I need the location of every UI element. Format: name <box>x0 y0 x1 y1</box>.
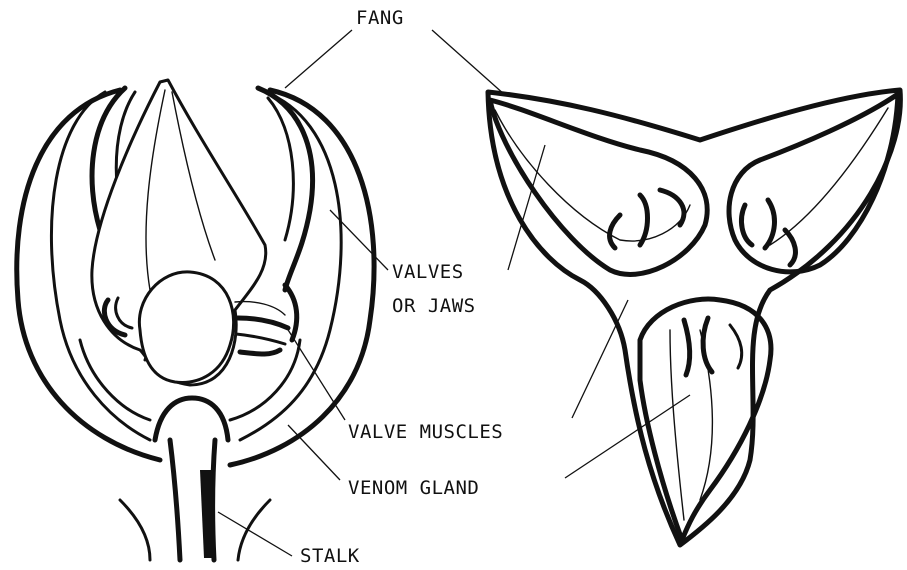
right-valve-upper-left <box>490 100 707 274</box>
left-figure-side-view <box>17 80 374 560</box>
label-venom-gland: VENOM GLAND <box>348 477 479 499</box>
leader-fang-left <box>285 30 352 88</box>
leader-fang-right <box>432 30 505 95</box>
right-outline <box>488 90 900 545</box>
leader-venom-left <box>288 425 340 480</box>
label-fang: FANG <box>356 7 404 29</box>
label-valves-line1: VALVES <box>392 261 464 283</box>
label-valves-line2: OR JAWS <box>392 295 476 317</box>
leader-valves-left <box>330 210 388 270</box>
right-figure-top-view <box>488 90 900 545</box>
leader-venom-right <box>565 395 690 478</box>
left-valve-right-inner <box>268 98 293 240</box>
left-inner-bulb <box>139 272 233 383</box>
labels: FANG VALVES OR JAWS VALVE MUSCLES VENOM … <box>300 7 503 567</box>
leader-valve-muscles-left <box>285 325 345 420</box>
right-valve-muscles <box>610 190 796 375</box>
left-base-collar <box>155 398 228 440</box>
label-stalk: STALK <box>300 545 360 567</box>
leader-valve-muscles-right <box>572 300 628 418</box>
right-valve-upper-right-inner <box>770 108 888 245</box>
label-valve-muscles: VALVE MUSCLES <box>348 421 503 443</box>
